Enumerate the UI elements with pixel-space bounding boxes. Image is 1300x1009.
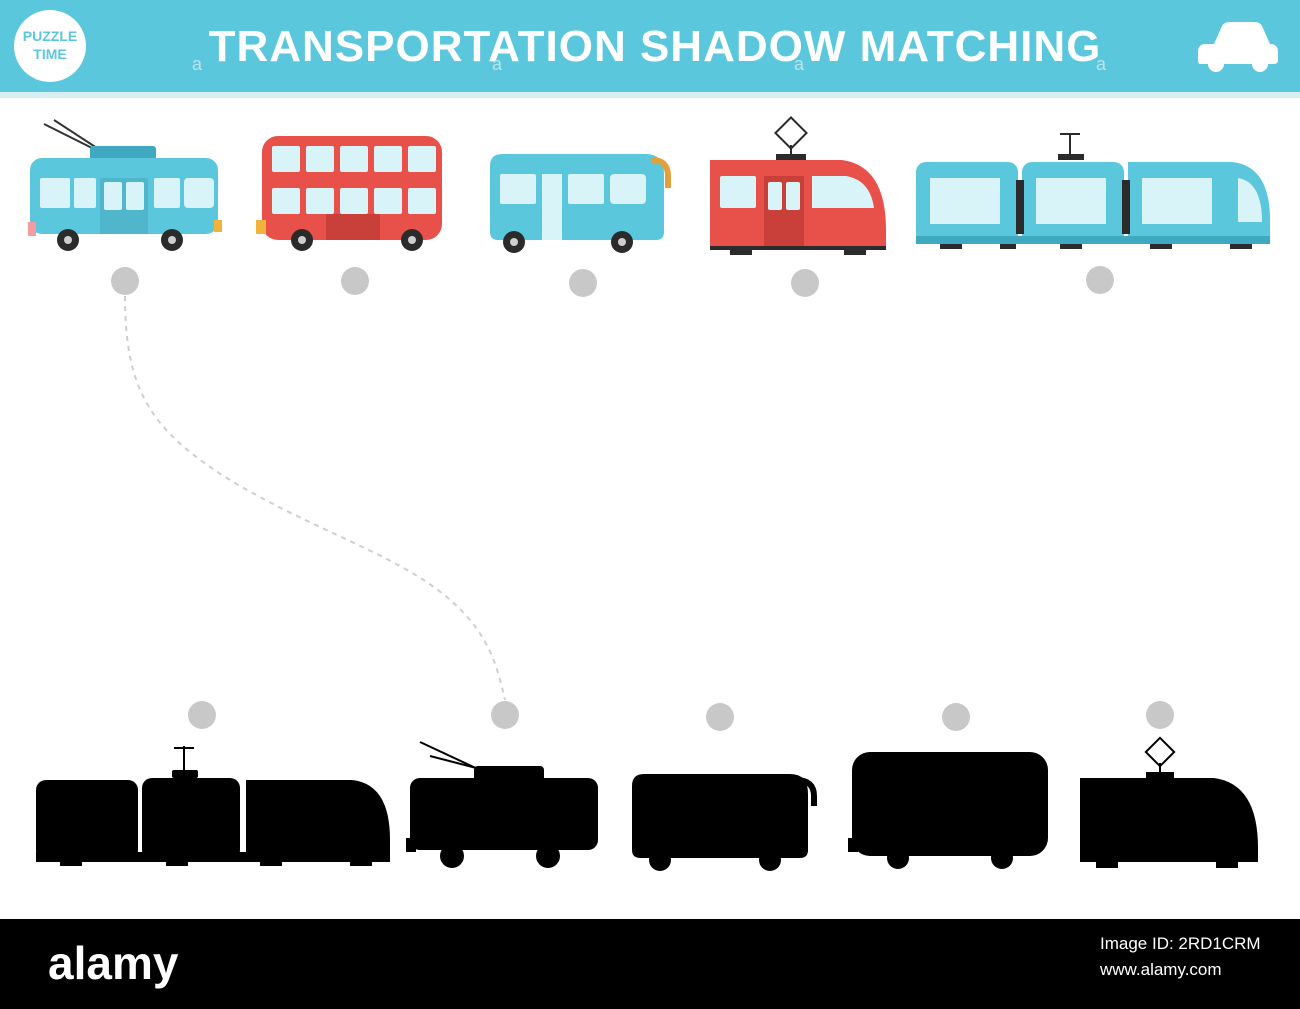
car-icon (1198, 22, 1278, 72)
matching-worksheet (28, 116, 1270, 871)
header-divider (0, 92, 1300, 98)
bus-icon[interactable] (490, 154, 671, 253)
logo-text-time: TIME (33, 46, 67, 62)
match-dot-bottom[interactable] (942, 703, 970, 731)
match-dot-top[interactable] (341, 267, 369, 295)
footer-url[interactable]: www.alamy.com (1100, 960, 1222, 979)
header-banner: PUZZLE TIME TRANSPORTATION SHADOW MATCHI… (0, 0, 1300, 92)
match-dot-top[interactable] (111, 267, 139, 295)
match-dot-bottom[interactable] (706, 703, 734, 731)
alamy-logo: alamy (48, 937, 179, 989)
match-dot-bottom[interactable] (1146, 701, 1174, 729)
trolleybus-icon[interactable] (28, 119, 222, 251)
page-title: TRANSPORTATION SHADOW MATCHING (208, 22, 1102, 71)
watermark-glyph: a (192, 54, 203, 74)
match-dot-bottom[interactable] (188, 701, 216, 729)
image-id-text: Image ID: 2RD1CRM (1100, 934, 1261, 953)
logo-text-puzzle: PUZZLE (22, 28, 78, 44)
articulated-tram-icon[interactable] (916, 133, 1270, 249)
tram-shadow-icon[interactable] (1080, 736, 1258, 868)
watermark-glyph: a (492, 54, 503, 74)
puzzle-time-logo: PUZZLE TIME (14, 10, 86, 82)
match-dot-top[interactable] (1086, 266, 1114, 294)
match-dot-top[interactable] (791, 269, 819, 297)
double-decker-bus-shadow-icon[interactable] (848, 752, 1048, 869)
articulated-tram-shadow-icon[interactable] (36, 746, 390, 866)
dashed-connection-line (124, 295, 506, 701)
footer-bar: alamy Image ID: 2RD1CRM www.alamy.com (0, 919, 1300, 1009)
match-dot-top[interactable] (569, 269, 597, 297)
bus-shadow-icon[interactable] (632, 774, 817, 871)
match-dot-bottom[interactable] (491, 701, 519, 729)
double-decker-bus-icon[interactable] (256, 136, 442, 251)
watermark-glyph: a (794, 54, 805, 74)
trolleybus-shadow-icon[interactable] (406, 741, 598, 868)
tram-icon[interactable] (710, 116, 886, 255)
watermark-glyph: a (1096, 54, 1107, 74)
